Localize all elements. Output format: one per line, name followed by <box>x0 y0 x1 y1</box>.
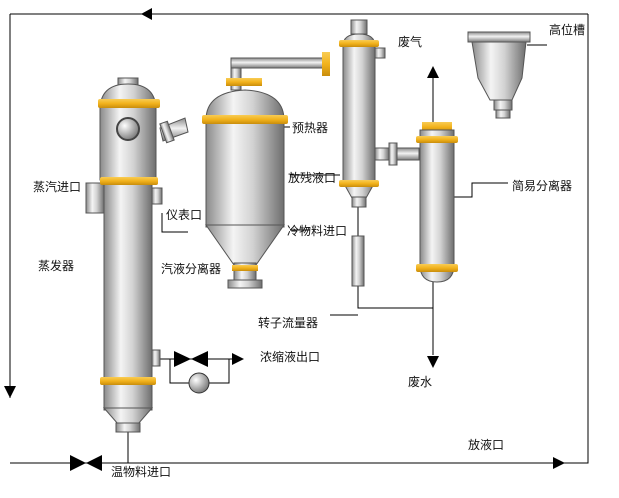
preheater[interactable] <box>339 19 390 208</box>
vapor-liquid-separator[interactable] <box>202 52 330 289</box>
arrow-up-waste-water <box>427 66 439 78</box>
label-vapor-liquid-separator: 汽液分离器 <box>161 261 221 276</box>
evaporator[interactable] <box>85 77 163 433</box>
valve-concentrate[interactable] <box>174 351 208 367</box>
label-drain-outlet: 放液口 <box>468 437 504 452</box>
arrowheads <box>4 8 565 469</box>
arrow-down-waste-water <box>427 356 439 368</box>
valve-bottom[interactable] <box>70 455 102 471</box>
label-steam-inlet: 蒸汽进口 <box>33 179 81 194</box>
label-residue-outlet: 放残液口 <box>288 170 336 185</box>
label-simple-separator: 简易分离器 <box>512 178 572 193</box>
label-warm-feed-inlet: 温物料进口 <box>111 465 171 479</box>
sight-glass-icon <box>116 117 140 141</box>
pump-icon[interactable] <box>188 372 210 394</box>
label-evaporator: 蒸发器 <box>38 258 74 273</box>
label-preheater: 预热器 <box>292 121 328 135</box>
label-instrument-port: 仪表口 <box>166 208 202 222</box>
labels: 废气 高位槽 预热器 放残液口 简易分离器 蒸汽进口 仪表口 冷物料进口 蒸发器… <box>33 22 585 479</box>
label-waste-gas: 废气 <box>398 34 422 49</box>
simple-separator[interactable] <box>416 122 458 283</box>
high-position-tank[interactable] <box>467 31 531 119</box>
arrow-left-top <box>141 8 152 20</box>
arrow-right-concentrate <box>232 353 244 365</box>
preheater-separator-pipe <box>388 142 420 166</box>
label-rotameter: 转子流量器 <box>258 315 318 330</box>
label-cold-feed-inlet: 冷物料进口 <box>287 224 347 238</box>
rotameter[interactable] <box>351 235 365 287</box>
label-waste-water: 废水 <box>408 374 432 389</box>
label-concentrate-outlet: 浓缩液出口 <box>260 349 320 364</box>
arrow-right-bottom <box>553 457 565 469</box>
arrow-down-left <box>4 386 16 398</box>
evaporator-separator-pipe <box>159 117 189 144</box>
label-high-tank: 高位槽 <box>549 22 585 37</box>
